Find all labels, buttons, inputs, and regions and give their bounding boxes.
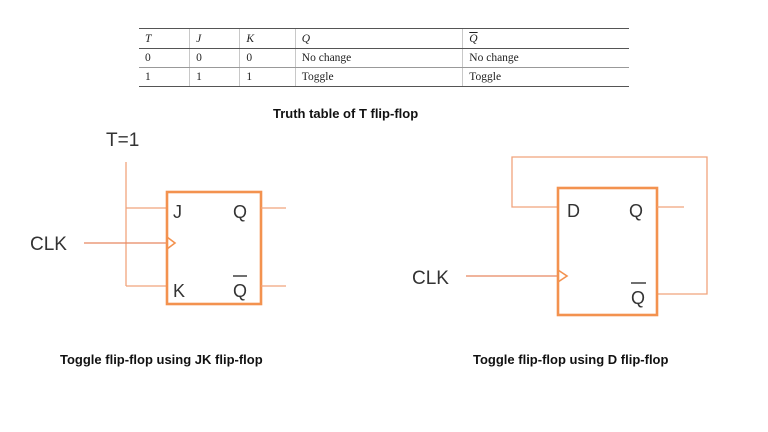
table-header-row: T J K Q Q [139, 28, 629, 49]
clk-label: CLK [30, 234, 67, 255]
table-cell: 0 [189, 48, 240, 68]
header-j: J [189, 28, 240, 49]
header-q: Q [294, 28, 463, 49]
d-pin-qbar-label: Q [631, 288, 645, 308]
pin-q-label: Q [233, 202, 247, 222]
feedback-wire [511, 156, 708, 295]
table-cell: Toggle [294, 67, 463, 87]
table-cell: 1 [139, 67, 190, 87]
d-clk-label: CLK [412, 268, 449, 289]
d-pin-q-label: Q [629, 201, 643, 221]
d-diagram-caption: Toggle flip-flop using D flip-flop [473, 352, 669, 367]
header-k: K [239, 28, 296, 49]
d-clock-triangle-icon [557, 269, 569, 283]
truth-table-caption: Truth table of T flip-flop [273, 106, 419, 121]
pin-j-label: J [173, 202, 182, 222]
header-t: T [139, 28, 190, 49]
table-row: 1 1 1 Toggle Toggle [139, 67, 629, 87]
pin-qbar-label: Q [233, 281, 247, 301]
table-cell: 0 [139, 48, 190, 68]
table-cell: 0 [239, 48, 296, 68]
jk-diagram-caption: Toggle flip-flop using JK flip-flop [60, 352, 263, 367]
table-cell: 1 [189, 67, 240, 87]
table-cell: 1 [239, 67, 296, 87]
table-cell: Toggle [462, 67, 629, 87]
table-row: 0 0 0 No change No change [139, 48, 629, 68]
d-flip-flop-diagram: CLK D Q Q [412, 156, 708, 317]
table-cell: No change [294, 48, 463, 68]
header-qbar: Q [462, 28, 629, 49]
pin-k-label: K [173, 281, 185, 301]
d-flip-flop-box [556, 186, 659, 317]
jk-flip-flop-diagram: T=1 CLK J K Q Q [30, 130, 286, 306]
clock-triangle-icon [166, 236, 177, 250]
t-input-label: T=1 [106, 130, 139, 151]
table-cell: No change [462, 48, 629, 68]
truth-table: T J K Q Q 0 0 0 No change No change 1 1 … [139, 28, 629, 87]
pin-d-label: D [567, 201, 580, 221]
jk-flip-flop-box [165, 190, 263, 306]
